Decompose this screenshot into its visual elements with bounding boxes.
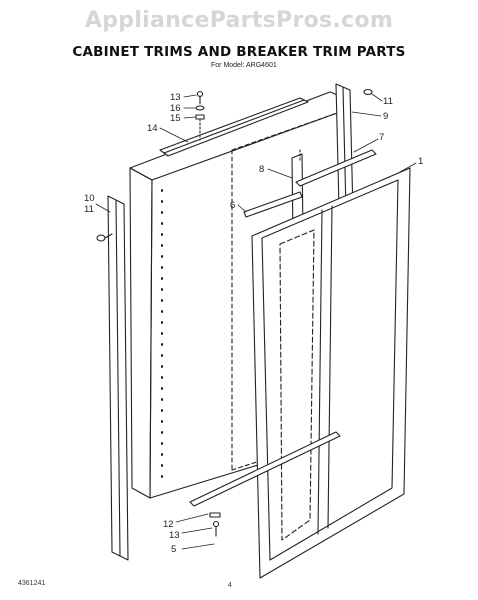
upper-breaker-trim [295, 149, 377, 187]
callout-12: 12 [163, 519, 174, 530]
callout-16: 16 [170, 103, 181, 114]
top-washer-16 [195, 105, 205, 111]
left-screw-11 [96, 233, 113, 242]
model-subtitle: For Model: ARG4601 [211, 62, 277, 69]
front-trim-frame [251, 167, 411, 579]
bottom-screw-13 [212, 520, 220, 537]
callout-10: 10 [84, 193, 95, 204]
top-screw-13 [196, 90, 204, 105]
right-screw-11 [363, 88, 373, 96]
left-side-trim [107, 195, 129, 561]
watermark: AppliancePartsPros.com [84, 8, 394, 33]
callout-11-right: 11 [383, 96, 393, 107]
side-breaker-strip [243, 191, 303, 218]
top-breaker-trim [159, 97, 309, 157]
callout-13-bottom: 13 [169, 530, 180, 541]
callout-8: 8 [259, 164, 264, 175]
document-number: 4361241 [18, 580, 46, 587]
callout-7: 7 [379, 132, 384, 143]
callout-6: 6 [230, 200, 235, 211]
leader-lines [95, 93, 417, 550]
bottom-breaker-trim [189, 431, 341, 507]
callout-13-top: 13 [170, 92, 181, 103]
bottom-clip-12 [209, 512, 221, 518]
top-clip-15 [195, 114, 205, 141]
callout-9: 9 [383, 111, 388, 122]
callout-15: 15 [170, 113, 181, 124]
page-number: 4 [228, 582, 232, 589]
diagram-title: CABINET TRIMS AND BREAKER TRIM PARTS [72, 44, 406, 60]
callout-1: 1 [418, 156, 423, 167]
callout-5: 5 [171, 544, 176, 555]
callout-11-left: 11 [84, 204, 94, 215]
callout-14: 14 [147, 123, 158, 134]
